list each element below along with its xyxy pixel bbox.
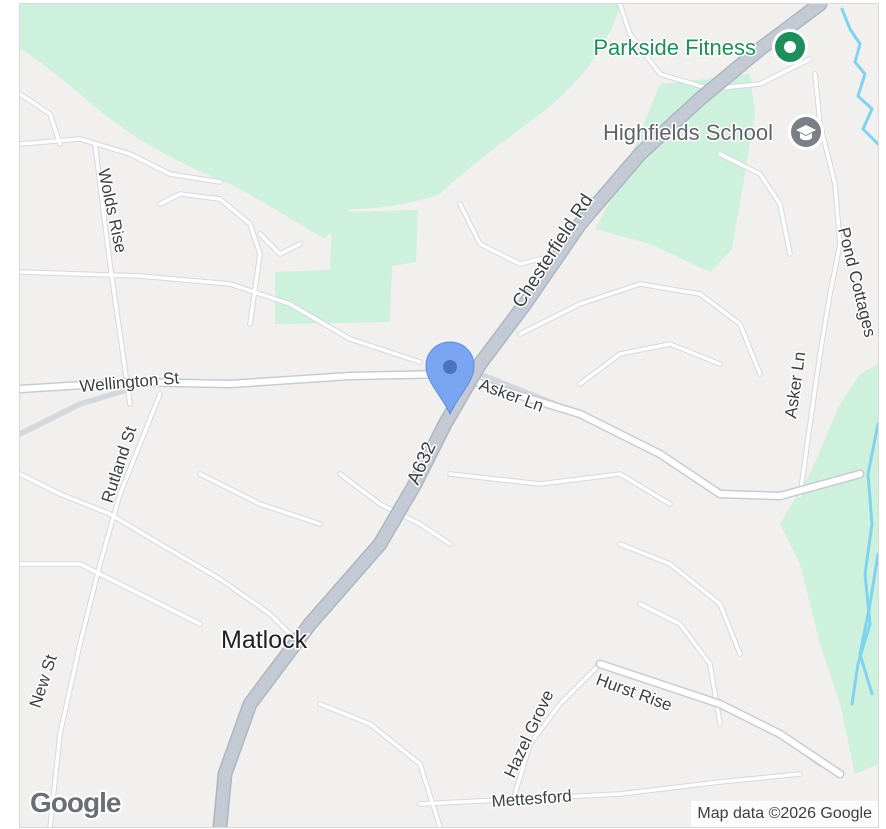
poi-label-highfields-school: Highfields School — [603, 120, 773, 145]
park-area-school — [595, 74, 755, 272]
map-canvas[interactable]: Chesterfield Rd A632 Asker Ln Asker Ln W… — [20, 4, 878, 827]
park-area-east — [780, 364, 878, 774]
road-label-new-st: New St — [26, 652, 61, 710]
google-logo: Google — [30, 787, 121, 818]
location-pin-icon[interactable] — [425, 341, 475, 416]
poi-parkside-fitness[interactable]: Parkside Fitness — [592, 29, 808, 65]
river-east-branch — [850, 422, 878, 706]
dot-circle-icon — [772, 29, 808, 65]
road-label-pond-cottages: Pond Cottages — [834, 225, 878, 339]
secondary-roads — [20, 369, 865, 779]
road-label-asker-ln-east: Asker Ln — [781, 350, 809, 419]
river-south — [858, 552, 878, 696]
graduation-cap-icon — [788, 114, 824, 150]
map-attribution[interactable]: Map data ©2026 Google — [691, 801, 878, 827]
road-label-wolds-rise: Wolds Rise — [94, 167, 130, 255]
park-area-central — [275, 210, 418, 324]
road-label-a632: A632 — [403, 439, 440, 488]
town-label-matlock: Matlock — [221, 626, 308, 654]
major-road-a632 — [212, 4, 828, 827]
river — [840, 7, 878, 146]
road-label-chesterfield-rd: Chesterfield Rd — [509, 190, 598, 311]
map-view[interactable]: Chesterfield Rd A632 Asker Ln Asker Ln W… — [20, 4, 878, 827]
road-label-asker-ln: Asker Ln — [477, 375, 547, 416]
poi-highfields-school[interactable]: Highfields School — [602, 114, 824, 150]
park-area-north — [20, 4, 620, 239]
poi-label-parkside-fitness: Parkside Fitness — [593, 35, 756, 60]
road-label-mettesford: Mettesford — [491, 786, 572, 811]
road-label-hazel-grove: Hazel Grove — [500, 687, 557, 781]
minor-road-network-fill — [20, 4, 842, 827]
